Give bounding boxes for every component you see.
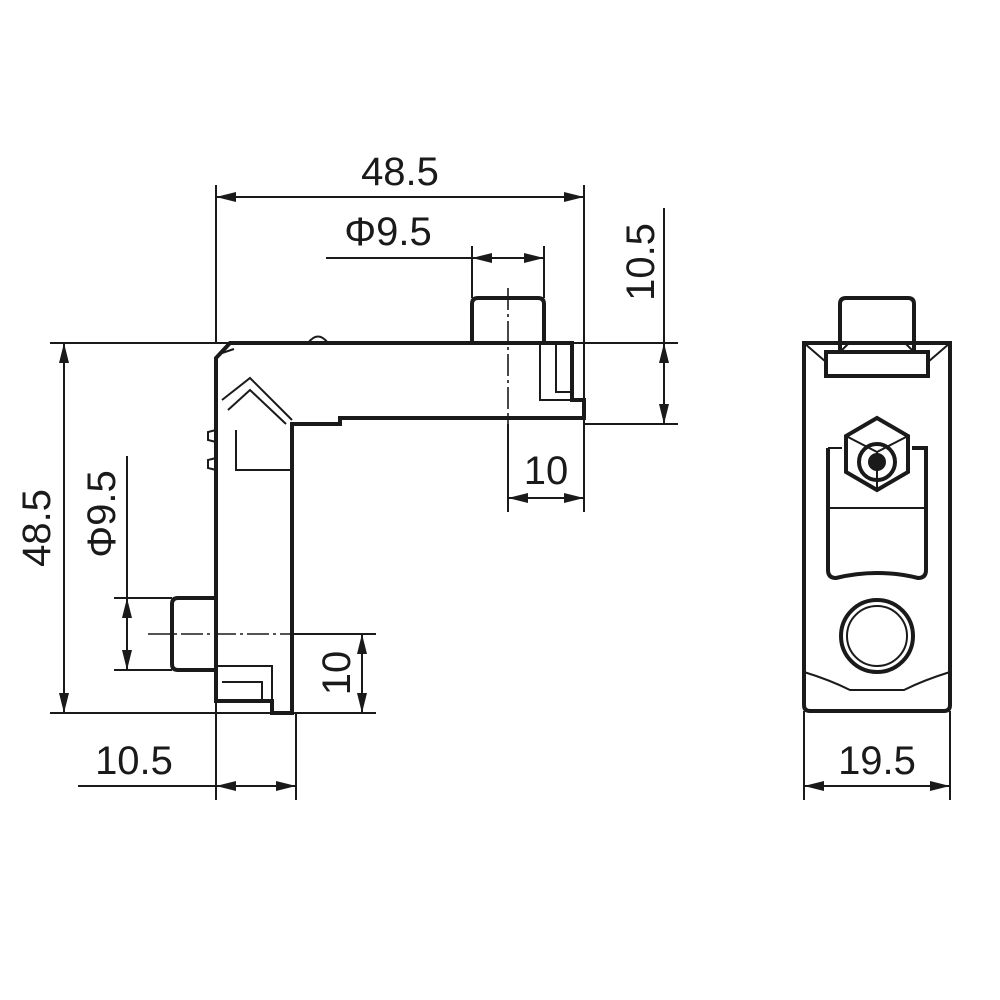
side-dimensions: 19.5 <box>803 711 951 800</box>
bottom-tab-detail <box>216 665 273 701</box>
dim-bottom-width: 10.5 <box>95 739 173 783</box>
dim-left-pin-dia: Φ9.5 <box>80 470 124 558</box>
side-body-outline <box>802 341 952 713</box>
dim-left-tab-height: 10 <box>315 651 359 696</box>
dim-right-offset: 10.5 <box>619 223 663 301</box>
dim-top-width: 48.5 <box>361 150 439 194</box>
front-view <box>148 288 586 715</box>
left-pin <box>170 596 216 672</box>
side-top-pin <box>838 296 916 352</box>
dim-top-pin-dia: Φ9.5 <box>344 210 432 254</box>
chevron-detail <box>221 376 293 471</box>
dim-top-tab-width: 10 <box>524 449 569 493</box>
front-dimensions: 48.5 Φ9.5 10.5 10 48.5 Φ9 <box>15 150 678 800</box>
left-nubs <box>207 429 217 471</box>
side-round-hole <box>839 598 915 674</box>
top-tab-detail <box>539 343 584 401</box>
top-bump <box>307 335 329 344</box>
side-view <box>802 296 952 713</box>
dim-side-width: 19.5 <box>838 739 916 783</box>
side-slot <box>826 446 928 581</box>
dim-left-height: 48.5 <box>15 489 59 567</box>
